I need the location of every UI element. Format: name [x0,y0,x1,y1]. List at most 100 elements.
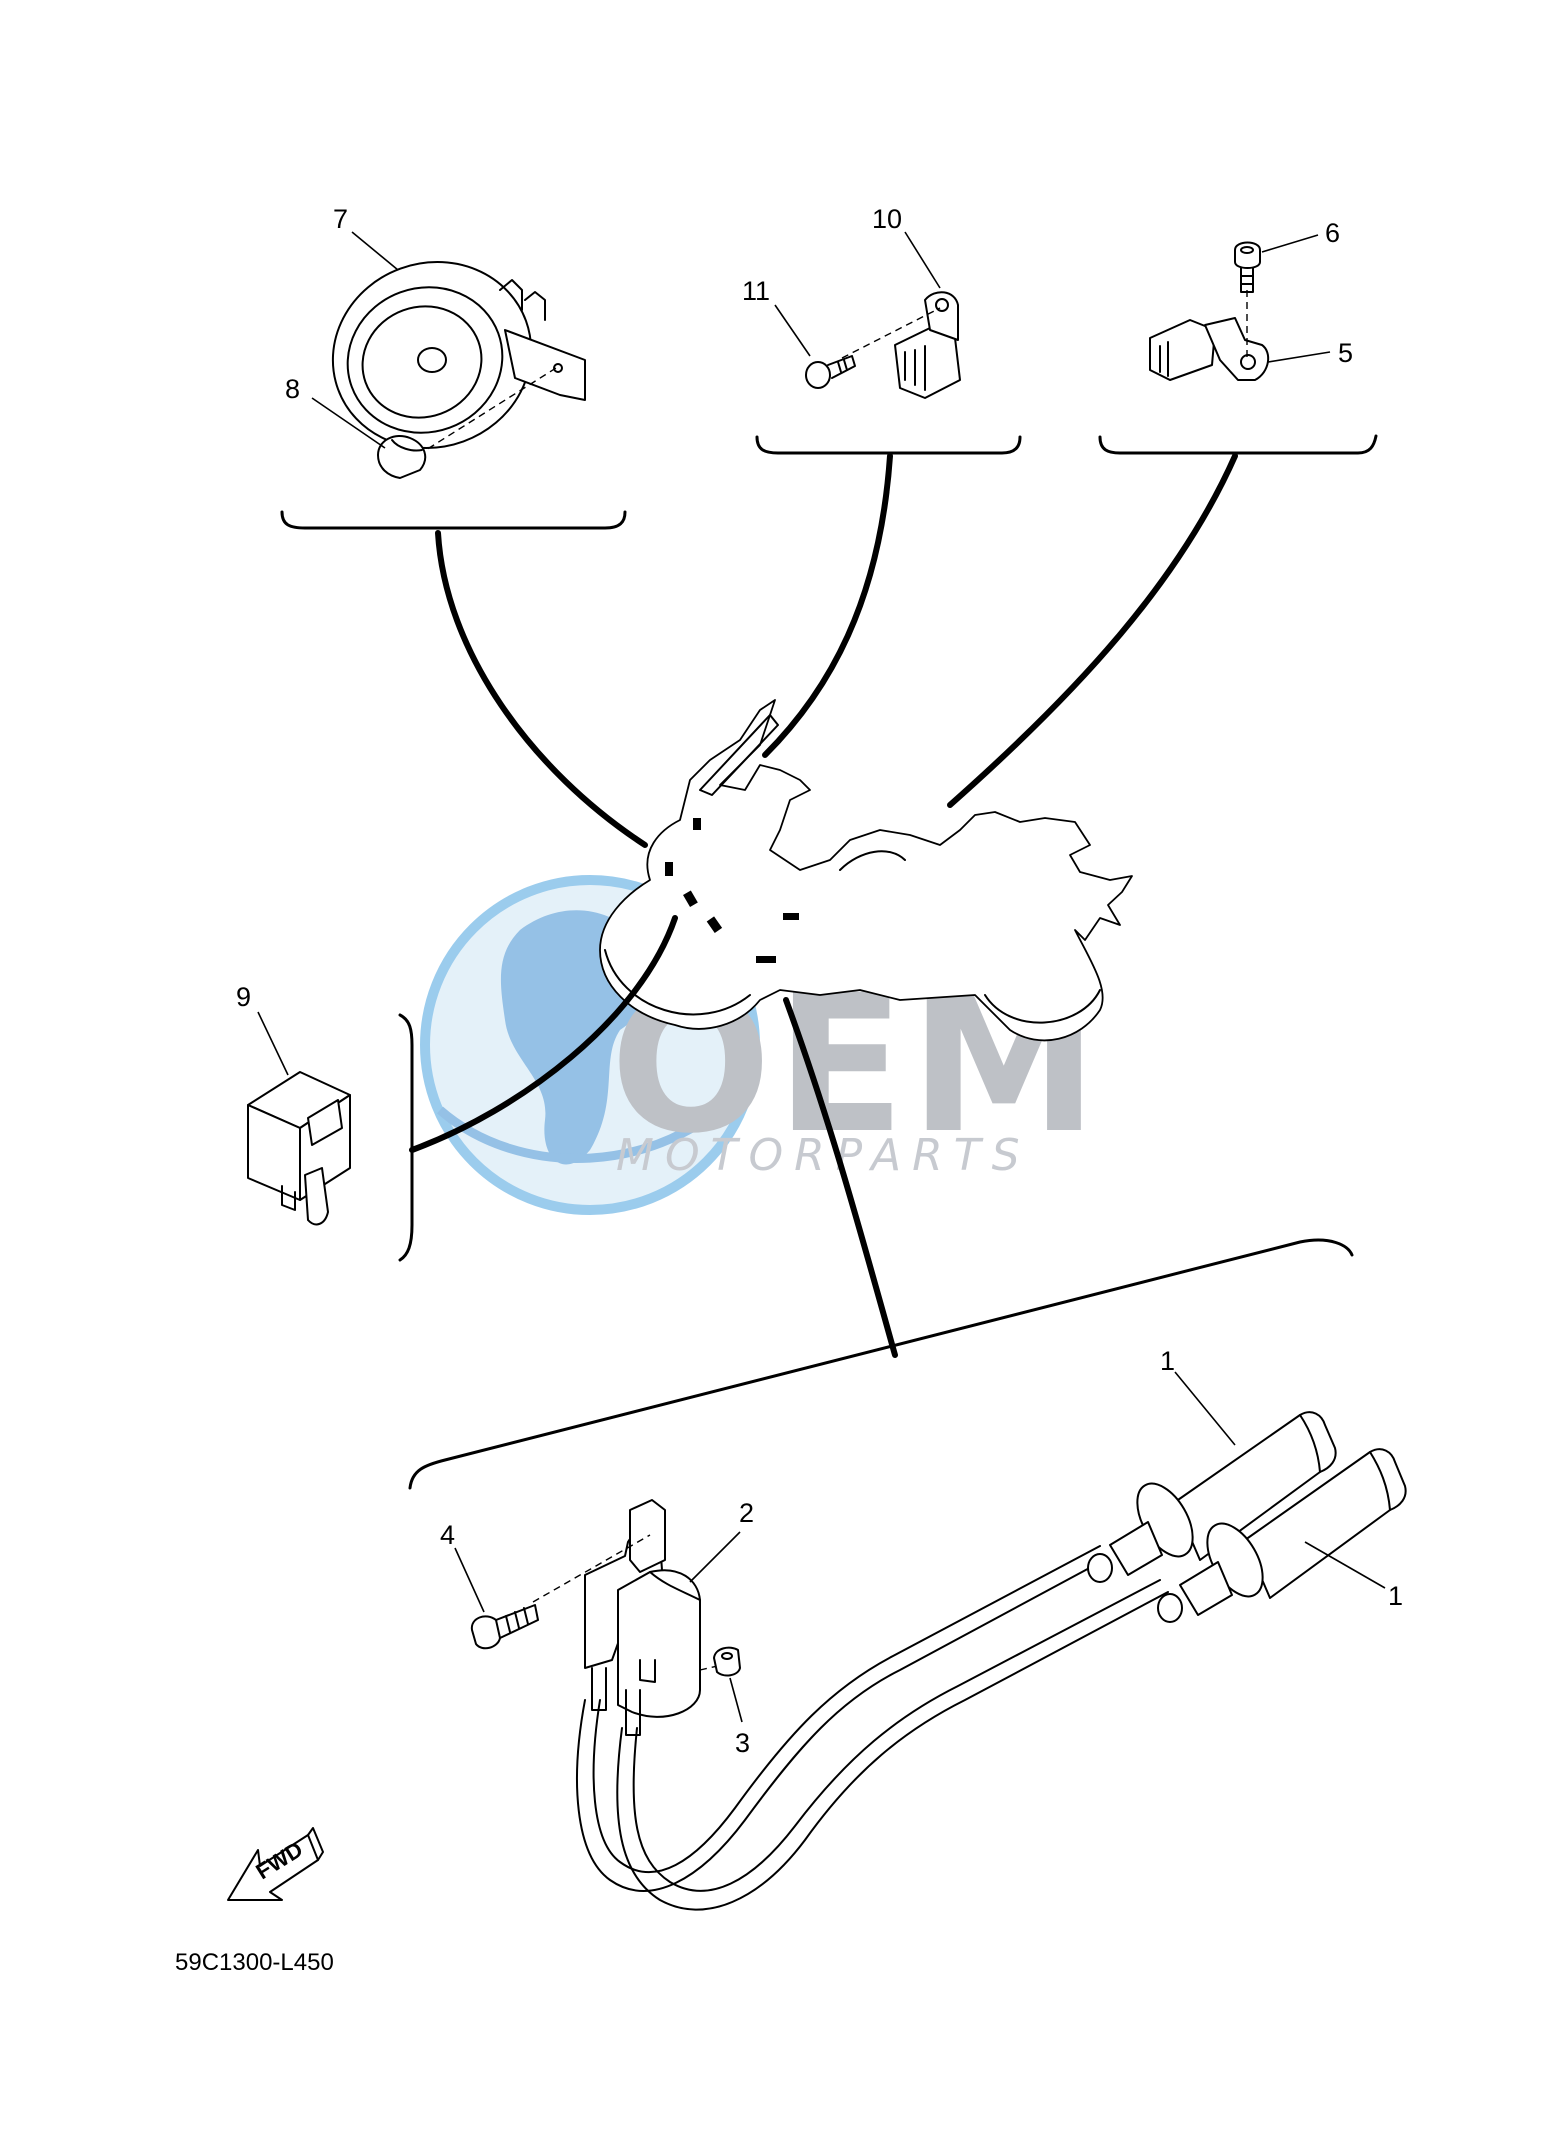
callout-plug-cap-upper: 1 [1160,1346,1175,1376]
horn-inner-rim [361,305,483,419]
leader-ignition-coil [689,1531,741,1583]
ignition-lead-1-inner [592,1545,1101,1873]
coil-nut-body [713,1646,741,1677]
speed-sensor-ribs [904,345,926,391]
crank-sensor-connector-ribs [1159,341,1169,377]
crank-sensor-connector [1149,319,1216,381]
horn-bracket [504,329,586,401]
ignition-lead-2-inner [632,1579,1161,1892]
connector-ignition-coil [783,997,898,1358]
motorcycle-outline [599,699,1133,1042]
callout-coil-bolt: 4 [440,1520,455,1550]
leader-horn [351,231,399,271]
horn-nut[interactable] [377,435,427,479]
crank-sensor-hole [1240,354,1256,370]
horn-mount-hole [553,363,563,373]
callout-plug-cap-lower: 1 [1388,1581,1403,1611]
plug-cap-lower-end [1369,1451,1391,1511]
callout-speed-sensor: 10 [872,204,902,234]
relay-terminal [281,1185,296,1211]
coil-bolt[interactable] [470,1604,539,1650]
leader-speed-sensor [904,231,941,289]
callout-crank-sensor-bolt: 6 [1325,218,1340,248]
speed-sensor-bolt[interactable] [805,355,856,389]
ignition-lead-1-outer [576,1557,1109,1892]
callout-ignition-coil: 2 [739,1498,754,1528]
group-brackets [280,434,1378,1490]
motorcycle-front-wheel [604,949,751,1016]
leader-plug-cap-upper [1174,1371,1236,1446]
horn-nut-body [377,435,427,479]
crank-sensor-bolt-shank [1240,267,1254,293]
relay[interactable] [247,1071,351,1226]
ignition-coil[interactable] [532,1499,723,1736]
leader-plug-cap-lower [1304,1541,1386,1589]
callout-crank-sensor: 5 [1338,338,1353,368]
coil-bolt-shank [495,1604,539,1639]
watermark-swoosh [437,1086,744,1163]
ignition-leads [576,1545,1169,1911]
speed-sensor[interactable] [841,291,961,399]
horn-group-bracket [280,510,627,530]
speed-sensor-flange [924,291,959,341]
forward-arrow-shape [227,1834,319,1901]
plug-cap-lower-boot [1244,1448,1407,1599]
motorcycle-silhouette [599,699,1133,1042]
ignition-coil-leg-1 [591,1667,607,1711]
marker-speed-sensor [693,818,701,830]
motorcycle-tank [839,850,906,871]
plug-cap-upper-nozzle [1109,1521,1163,1576]
ignition-coil-top [649,1571,701,1601]
plug-cap-lower[interactable] [1157,1448,1407,1623]
speed-sensor-group-bracket [755,435,1022,455]
plug-cap-upper[interactable] [1087,1411,1337,1583]
callout-horn: 7 [333,204,348,234]
crank-sensor-body [1204,317,1270,381]
connector-crank-sensor [947,453,1238,808]
forward-arrow-depth [307,1827,324,1861]
callout-relay: 9 [236,982,251,1012]
plug-cap-upper-boot [1174,1411,1337,1561]
connector-relay [409,915,678,1153]
crank-sensor-bolt-socket [1240,246,1254,254]
relay-group-bracket [398,1013,414,1262]
leader-crank-sensor [1267,351,1331,363]
callout-coil-nut: 3 [735,1728,750,1758]
horn-mount-line [417,367,557,456]
marker-crank-sensor [783,913,799,920]
horn[interactable] [307,234,586,475]
ignition-lead-2-outer [616,1591,1169,1911]
callout-horn-nut: 8 [285,374,300,404]
relay-clip [307,1099,343,1146]
ignition-coil-leg-2 [625,1689,641,1736]
plug-cap-upper-tip [1087,1553,1113,1583]
leader-horn-nut [311,397,386,449]
leader-relay [257,1011,289,1076]
crank-sensor-group-bracket [1098,434,1378,455]
ignition-coil-body [617,1569,701,1718]
speed-sensor-hole [935,298,949,312]
ignition-coil-slot [639,1659,656,1683]
diagram-part-code: 59C1300-L450 [175,1949,334,1976]
leader-coil-bolt [454,1547,485,1613]
ignition-coil-mount-line [532,1534,651,1603]
horn-nut-flange [391,439,423,452]
location-markers [665,818,799,963]
marker-ignition-coil [756,956,776,963]
coil-nut[interactable] [713,1646,741,1677]
motorcycle-rear-wheel [984,989,1101,1024]
plug-cap-lower-tip [1157,1593,1183,1623]
leader-crank-sensor-bolt [1261,234,1319,253]
connector-horn [435,530,648,848]
speed-sensor-mount-line [841,307,941,359]
horn-rim [346,286,504,434]
crank-sensor-bolt[interactable] [1234,241,1261,293]
speed-sensor-bolt-head [805,361,831,389]
marker-horn [665,862,673,876]
watermark-subtitle: MOTORPARTS [616,1130,1031,1181]
forward-arrow: FWD [227,1827,324,1901]
group-connectors [409,453,1238,1358]
speed-sensor-bolt-shank [827,355,856,379]
crank-sensor[interactable] [1149,290,1270,381]
